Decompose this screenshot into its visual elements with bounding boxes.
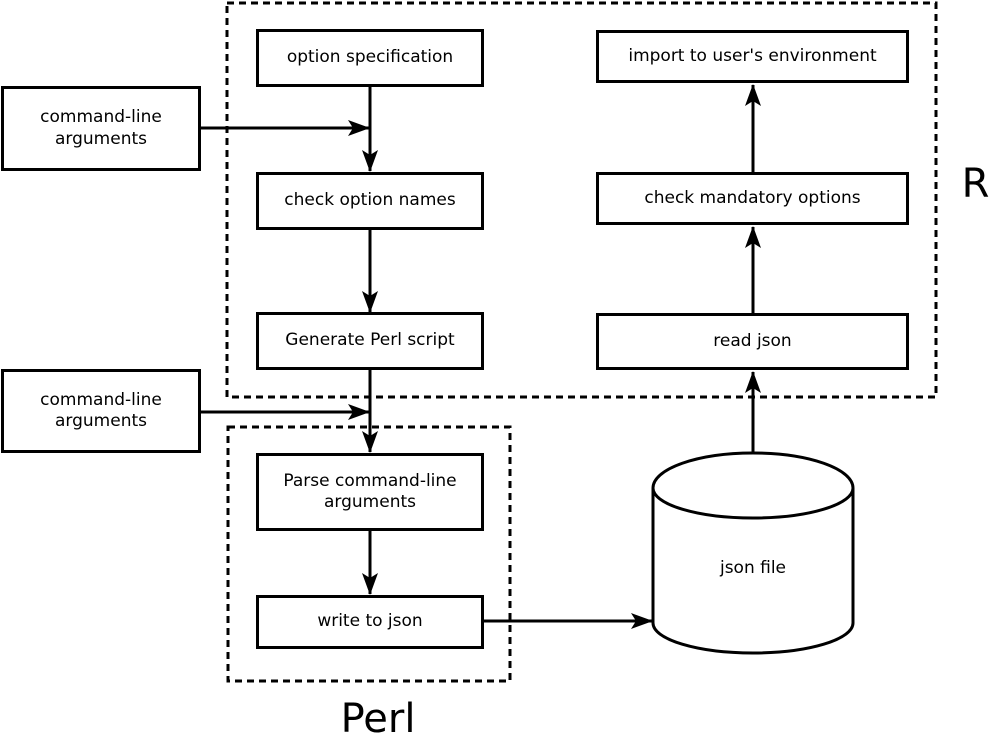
- node-json-file-label: json file: [719, 558, 787, 578]
- node-label: read json: [713, 330, 792, 351]
- node-parse-command-line-arguments: Parse command-line arguments: [256, 453, 484, 531]
- node-command-line-arguments-bottom: command-line arguments: [1, 369, 201, 453]
- node-label: option specification: [286, 47, 454, 68]
- perl-region-border: [226, 425, 512, 683]
- node-import-to-users-environment: import to user's environment: [596, 30, 909, 83]
- node-generate-perl-script: Generate Perl script: [256, 312, 484, 370]
- node-read-json: read json: [596, 313, 909, 370]
- r-region-border: [225, 1, 938, 399]
- node-label: write to json: [317, 611, 423, 632]
- node-label: command-line arguments: [40, 389, 162, 431]
- node-command-line-arguments-top: command-line arguments: [1, 86, 201, 171]
- database-cylinder-icon: [651, 451, 855, 655]
- node-check-option-names: check option names: [256, 172, 484, 230]
- node-check-mandatory-options: check mandatory options: [596, 172, 909, 225]
- node-label: check mandatory options: [644, 187, 861, 208]
- node-label: command-line arguments: [40, 107, 162, 149]
- node-label: Generate Perl script: [285, 330, 455, 351]
- r-region-label: R: [961, 161, 990, 207]
- node-label: import to user's environment: [628, 45, 877, 66]
- node-option-specification: option specification: [256, 29, 484, 87]
- node-write-to-json: write to json: [256, 595, 484, 649]
- perl-region-label: Perl: [340, 696, 416, 742]
- node-label: check option names: [284, 190, 456, 211]
- node-label: Parse command-line arguments: [283, 470, 457, 512]
